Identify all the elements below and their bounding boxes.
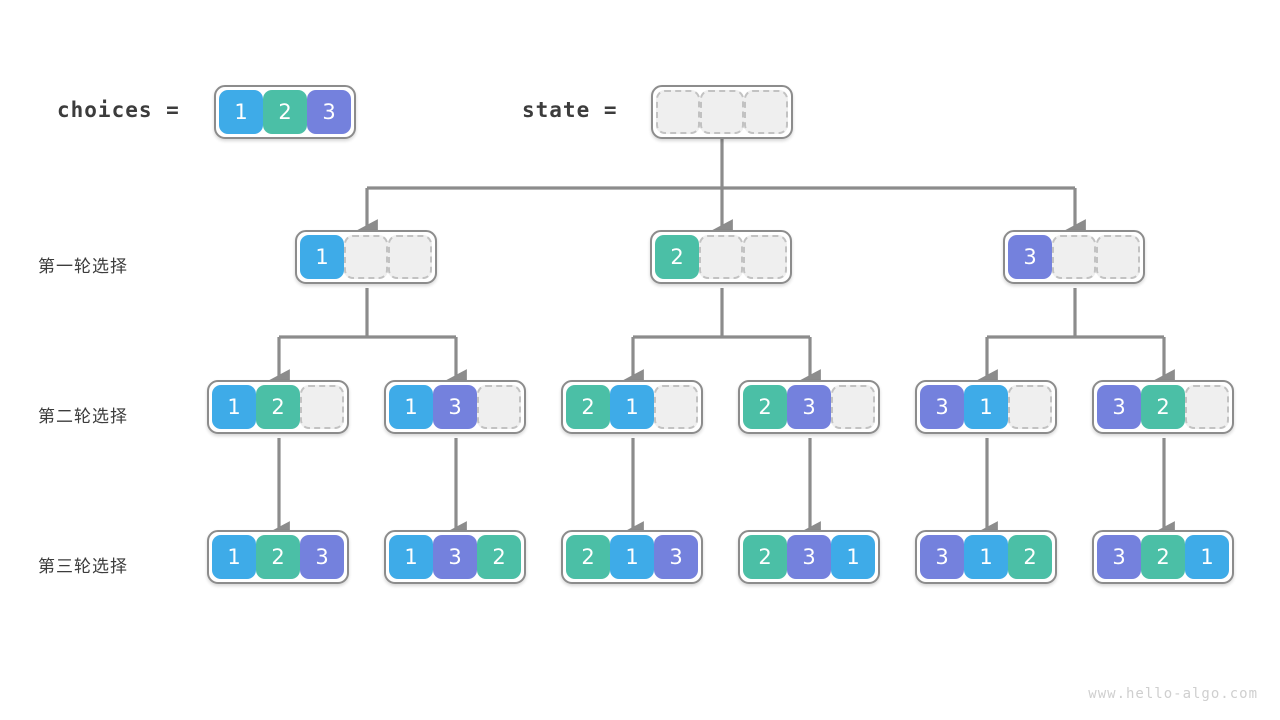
round-2-3-cell-2 bbox=[654, 385, 698, 429]
round-3-1-cell-1: 2 bbox=[256, 535, 300, 579]
round-1-2-cell-1 bbox=[699, 235, 743, 279]
state-cell-2 bbox=[744, 90, 788, 134]
round-2-4-cell-1: 3 bbox=[787, 385, 831, 429]
choices-cell-1: 2 bbox=[263, 90, 307, 134]
state-array bbox=[651, 85, 793, 139]
round-3-6-cell-0: 3 bbox=[1097, 535, 1141, 579]
watermark: www.hello-algo.com bbox=[1088, 686, 1258, 702]
round-1-1-cell-1 bbox=[344, 235, 388, 279]
round-3-3-cell-2: 3 bbox=[654, 535, 698, 579]
round-2-6-cell-2 bbox=[1185, 385, 1229, 429]
row-label-round-1: 第一轮选择 bbox=[38, 257, 128, 277]
choices-cell-2: 3 bbox=[307, 90, 351, 134]
choices-label: choices = bbox=[57, 98, 180, 122]
round-2-6-cell-0: 3 bbox=[1097, 385, 1141, 429]
round-2-6-cell-1: 2 bbox=[1141, 385, 1185, 429]
round-2-1-cell-0: 1 bbox=[212, 385, 256, 429]
round-2-1-cell-1: 2 bbox=[256, 385, 300, 429]
round-3-2-cell-1: 3 bbox=[433, 535, 477, 579]
round-3-3-cell-0: 2 bbox=[566, 535, 610, 579]
round-3-5-cell-2: 2 bbox=[1008, 535, 1052, 579]
round-1-2-cell-0: 2 bbox=[655, 235, 699, 279]
round-3-6-cell-2: 1 bbox=[1185, 535, 1229, 579]
state-node-round-1-1: 1 bbox=[295, 230, 437, 284]
round-1-2-cell-2 bbox=[743, 235, 787, 279]
round-2-2-cell-0: 1 bbox=[389, 385, 433, 429]
round-1-1-cell-2 bbox=[388, 235, 432, 279]
round-3-4-cell-2: 1 bbox=[831, 535, 875, 579]
round-2-2-cell-1: 3 bbox=[433, 385, 477, 429]
round-1-3-cell-2 bbox=[1096, 235, 1140, 279]
state-cell-1 bbox=[700, 90, 744, 134]
round-3-3-cell-1: 1 bbox=[610, 535, 654, 579]
state-node-round-1-3: 3 bbox=[1003, 230, 1145, 284]
round-3-4-cell-0: 2 bbox=[743, 535, 787, 579]
round-3-5-cell-1: 1 bbox=[964, 535, 1008, 579]
round-2-5-cell-1: 1 bbox=[964, 385, 1008, 429]
round-3-2-cell-2: 2 bbox=[477, 535, 521, 579]
state-node-round-1-2: 2 bbox=[650, 230, 792, 284]
round-2-2-cell-2 bbox=[477, 385, 521, 429]
round-3-1-cell-0: 1 bbox=[212, 535, 256, 579]
round-1-1-cell-0: 1 bbox=[300, 235, 344, 279]
round-3-2-cell-0: 1 bbox=[389, 535, 433, 579]
round-3-4-cell-1: 3 bbox=[787, 535, 831, 579]
round-2-5-cell-2 bbox=[1008, 385, 1052, 429]
round-2-5-cell-0: 3 bbox=[920, 385, 964, 429]
round-2-3-cell-0: 2 bbox=[566, 385, 610, 429]
round-1-3-cell-0: 3 bbox=[1008, 235, 1052, 279]
round-2-4-cell-0: 2 bbox=[743, 385, 787, 429]
round-2-3-cell-1: 1 bbox=[610, 385, 654, 429]
round-1-3-cell-1 bbox=[1052, 235, 1096, 279]
round-3-5-cell-0: 3 bbox=[920, 535, 964, 579]
round-2-1-cell-2 bbox=[300, 385, 344, 429]
state-label: state = bbox=[522, 98, 618, 122]
round-3-1-cell-2: 3 bbox=[300, 535, 344, 579]
state-cell-0 bbox=[656, 90, 700, 134]
round-3-6-cell-1: 2 bbox=[1141, 535, 1185, 579]
choices-cell-0: 1 bbox=[219, 90, 263, 134]
row-label-round-2: 第二轮选择 bbox=[38, 407, 128, 427]
row-label-round-3: 第三轮选择 bbox=[38, 557, 128, 577]
round-2-4-cell-2 bbox=[831, 385, 875, 429]
